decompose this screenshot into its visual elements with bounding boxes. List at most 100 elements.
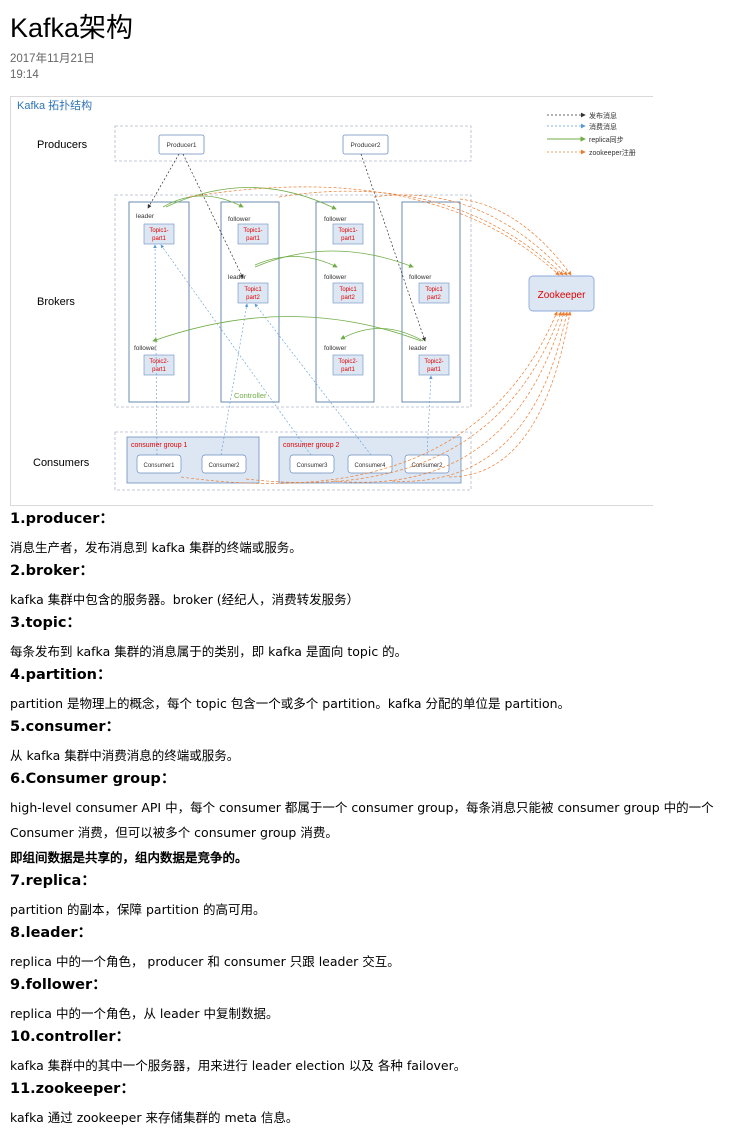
zk-register-arrow <box>373 194 568 276</box>
producer-box: Producer2 <box>342 134 389 155</box>
page-title: Kafka架构 <box>10 13 134 43</box>
partition-part: part2 <box>341 295 355 301</box>
page-date: 2017年11月21日 <box>10 53 95 65</box>
kafka-topology-diagram: Kafka 拓扑结构 发布消息 消费消息 replica同步 zookeeper… <box>10 96 653 506</box>
consumer-label: Consumer4 <box>354 463 386 469</box>
diagram-legend: 发布消息 消费消息 replica同步 zookeeper注册 <box>547 111 636 157</box>
partition-part: part1 <box>341 236 355 242</box>
page-time: 19:14 <box>10 69 39 81</box>
partition-part: part2 <box>246 295 260 301</box>
glossary-term: 4.partition： <box>10 667 112 683</box>
publish-arrow <box>360 153 426 342</box>
consumer-label: Consumer2 <box>411 463 443 469</box>
partition-box <box>143 223 175 245</box>
glossary-desc: 从 kafka 集群中消费消息的终端或服务。 <box>10 748 240 763</box>
glossary-term: 6.Consumer group： <box>10 771 176 787</box>
zk-register-arrow <box>188 186 560 276</box>
replica-role: leader <box>228 274 247 281</box>
partition-part: part1 <box>341 367 355 373</box>
replica-role: leader <box>409 345 428 352</box>
consume-arrows <box>153 244 433 456</box>
consumer-box: Consumer2 <box>201 454 247 474</box>
partition-part: part1 <box>152 367 166 373</box>
partition-part: part2 <box>427 295 441 301</box>
consumer-box: Consumer2 <box>404 454 450 474</box>
replica-role: follower <box>324 216 347 223</box>
zookeeper-arrows <box>180 186 572 484</box>
consumer-group-name: consumer group 1 <box>131 442 188 449</box>
consumer-box: Consumer4 <box>347 454 393 474</box>
row-label-consumers: Consumers <box>33 457 90 469</box>
replica-arrow <box>162 195 244 208</box>
glossary-desc: kafka 集群中的其中一个服务器，用来进行 leader election 以… <box>10 1058 467 1073</box>
zk-register-arrow <box>391 311 569 482</box>
glossary-desc: partition 是物理上的概念，每个 topic 包含一个或多个 parti… <box>10 696 571 711</box>
glossary-term: 8.leader： <box>10 925 93 941</box>
consumer-box: Consumer3 <box>289 454 335 474</box>
glossary-desc-emphasis: 即组间数据是共享的，组内数据是竞争的。 <box>10 850 248 865</box>
glossary-desc: kafka 通过 zookeeper 来存储集群的 meta 信息。 <box>10 1110 299 1125</box>
glossary-desc: 每条发布到 kafka 集群的消息属于的类别，即 kafka 是面向 topic… <box>10 644 408 659</box>
zk-register-arrow <box>278 190 564 276</box>
consume-arrow <box>153 244 158 456</box>
producer-box: Producer1 <box>158 134 205 155</box>
consume-arrow <box>426 375 433 456</box>
partition-box <box>418 282 450 304</box>
publish-arrow <box>147 153 180 209</box>
legend-label-consume: 消费消息 <box>589 122 617 131</box>
replica-arrows <box>152 187 424 342</box>
consume-arrow <box>220 303 249 456</box>
glossary-desc: replica 中的一个角色，从 leader 中复制数据。 <box>10 1006 279 1021</box>
replica-role: follower <box>228 216 251 223</box>
replica-role: leader <box>136 213 155 220</box>
row-label-brokers: Brokers <box>37 296 75 308</box>
partition-box <box>332 354 364 376</box>
partition-topic: Topic2- <box>338 359 357 365</box>
glossary-term: 7.replica： <box>10 873 96 889</box>
partition-box <box>332 223 364 245</box>
glossary-desc: high-level consumer API 中，每个 consumer 都属… <box>10 800 714 840</box>
glossary-term: 2.broker： <box>10 563 94 579</box>
consumer-box: Consumer1 <box>136 454 182 474</box>
glossary-desc: kafka 集群中包含的服务器。broker (经纪人，消费转发服务） <box>10 592 360 607</box>
row-label-producers: Producers <box>37 139 88 151</box>
partition-part: part1 <box>427 367 441 373</box>
partition-box <box>332 282 364 304</box>
broker-region <box>114 194 472 408</box>
legend-label-zookeeper: zookeeper注册 <box>589 148 636 157</box>
zk-register-arrow <box>333 311 566 483</box>
partition-box <box>237 282 269 304</box>
glossary-desc: 消息生产者，发布消息到 kafka 集群的终端或服务。 <box>10 540 302 555</box>
glossary-desc: replica 中的一个角色， producer 和 consumer 只跟 l… <box>10 954 400 969</box>
zookeeper-node: Zookeeper <box>528 275 595 312</box>
consumer-label: Consumer1 <box>143 463 175 469</box>
glossary-term: 9.follower： <box>10 977 107 993</box>
partition-topic: Topic1 <box>339 287 357 293</box>
consume-arrow <box>160 244 312 456</box>
zookeeper-label: Zookeeper <box>538 290 586 301</box>
legend-label-publish: 发布消息 <box>589 111 617 120</box>
replica-arrow <box>165 187 337 210</box>
glossary-term: 1.producer： <box>10 511 114 527</box>
glossary-term: 3.topic： <box>10 615 81 631</box>
glossary-term: 11.zookeeper： <box>10 1081 135 1097</box>
partition-box <box>418 354 450 376</box>
kafka-topology-svg: Kafka 拓扑结构 发布消息 消费消息 replica同步 zookeeper… <box>17 98 636 491</box>
glossary-desc: partition 的副本，保障 partition 的高可用。 <box>10 902 266 917</box>
publish-arrows <box>147 153 426 342</box>
partition-part: part1 <box>152 236 166 242</box>
producer-region <box>114 125 472 162</box>
zk-register-arrow <box>180 311 558 484</box>
producer-label: Producer2 <box>351 142 381 149</box>
partition-topic: Topic2- <box>149 359 168 365</box>
partition-topic: Topic1 <box>244 287 262 293</box>
glossary-term: 10.controller： <box>10 1029 131 1045</box>
consumer-group-name: consumer group 2 <box>283 442 340 449</box>
partition-topic: Topic1- <box>149 228 168 234</box>
replica-role: follower <box>324 274 347 281</box>
partition-topic: Topic1- <box>243 228 262 234</box>
glossary: 1.producer： 消息生产者，发布消息到 kafka 集群的终端或服务。 … <box>10 508 730 1130</box>
publish-arrow <box>182 153 244 279</box>
zk-register-arrow <box>245 311 562 483</box>
partition-topic: Topic2- <box>424 359 443 365</box>
